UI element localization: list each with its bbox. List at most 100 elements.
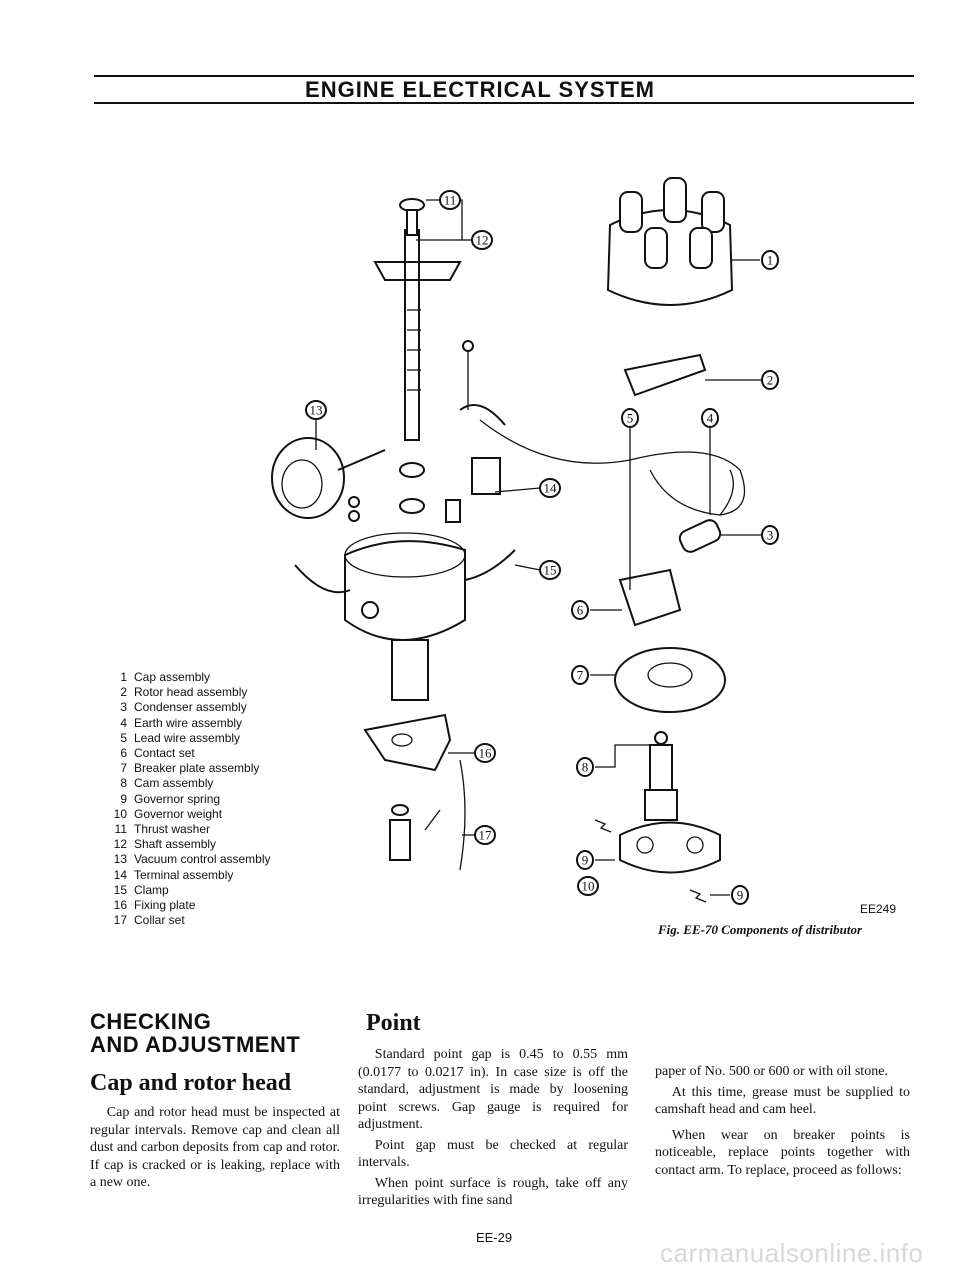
callout-number: 11 xyxy=(444,193,457,208)
collar-set-drawing xyxy=(389,759,466,871)
legend-item: 15 Clamp xyxy=(105,883,305,898)
cam-assembly-drawing xyxy=(644,731,678,821)
callout-number: 15 xyxy=(544,563,557,578)
callout-leader-lines xyxy=(315,199,770,896)
distributor-housing-drawing xyxy=(294,532,516,701)
callout-circle xyxy=(539,560,561,580)
shaft-assembly-drawing xyxy=(373,198,462,441)
callout-circle xyxy=(571,600,589,620)
callout-number: 9 xyxy=(737,888,744,903)
legend-label: Fixing plate xyxy=(134,898,196,913)
callout-number: 2 xyxy=(767,373,774,388)
legend-number: 10 xyxy=(113,806,127,821)
vacuum-control-drawing xyxy=(271,437,386,522)
legend-item: 8 Cam assembly xyxy=(105,776,305,791)
callout-circle xyxy=(621,408,639,428)
callout-number: 9 xyxy=(582,853,589,868)
callout-number: 17 xyxy=(479,828,493,843)
legend-number: 8 xyxy=(120,776,127,791)
legend-label: Contact set xyxy=(134,746,195,761)
point-paragraph-2: Point gap must be checked at regular int… xyxy=(358,1137,628,1171)
fixing-plate-drawing xyxy=(363,713,452,772)
callout-number: 12 xyxy=(476,233,489,248)
point-paragraph-5: At this time, grease must be supplied to… xyxy=(655,1084,910,1118)
legend-number: 2 xyxy=(120,685,127,700)
rotor-head-drawing xyxy=(623,353,707,397)
point-paragraph-6: When wear on breaker points is noticeabl… xyxy=(655,1127,910,1178)
subheading-cap-rotor: Cap and rotor head xyxy=(90,1070,292,1096)
legend-number: 15 xyxy=(113,882,127,897)
legend-label: Clamp xyxy=(134,882,169,897)
column-checking: CHECKING AND ADJUSTMENT Cap and rotor he… xyxy=(90,1010,340,1195)
callout-circle xyxy=(761,250,779,270)
legend-number: 13 xyxy=(113,852,127,867)
governor-drawing xyxy=(594,819,721,903)
legend-number: 1 xyxy=(120,670,127,684)
section-heading-line1: CHECKING xyxy=(90,1009,212,1034)
callout-number: 16 xyxy=(479,746,493,761)
cap-rotor-paragraph: Cap and rotor head must be inspected at … xyxy=(90,1105,340,1190)
point-paragraph-3: When point surface is rough, take off an… xyxy=(358,1175,628,1209)
legend-label: Cam assembly xyxy=(134,776,214,791)
legend-label: Breaker plate assembly xyxy=(134,761,260,776)
legend-number: 7 xyxy=(120,761,127,776)
legend-item: 12 Shaft assembly xyxy=(105,837,305,852)
thrust-washer-drawing-2 xyxy=(399,498,425,514)
figure-code: EE249 xyxy=(860,902,897,916)
legend-item: 13 Vacuum control assembly xyxy=(105,852,305,867)
callout-number: 10 xyxy=(582,879,595,894)
legend-number: 14 xyxy=(113,867,127,882)
legend-label: Shaft assembly xyxy=(134,837,217,852)
watermark: carmanualsonline.info xyxy=(660,1238,924,1268)
point-paragraph-1: Standard point gap is 0.45 to 0.55 mm (0… xyxy=(358,1047,628,1132)
legend-number: 4 xyxy=(120,715,127,730)
callout-circle xyxy=(701,408,719,428)
legend-number: 12 xyxy=(113,837,127,852)
callout-circle xyxy=(576,757,594,777)
callout-number: 7 xyxy=(577,668,584,683)
legend-label: Condenser assembly xyxy=(134,700,247,715)
callout-number: 6 xyxy=(577,603,584,618)
callout-number: 8 xyxy=(582,760,589,775)
legend-item: 17 Collar set xyxy=(105,913,305,928)
legend-label: Collar set xyxy=(134,913,185,928)
callout-number: 4 xyxy=(707,411,714,426)
callout-number: 5 xyxy=(627,411,634,426)
legend-number: 16 xyxy=(113,898,127,913)
breaker-plate-drawing xyxy=(614,647,726,713)
column-point-continued: paper of No. 500 or 600 or with oil ston… xyxy=(655,1063,910,1182)
legend-number: 11 xyxy=(114,822,127,837)
header-rule-top xyxy=(94,75,914,77)
header-rule-bottom xyxy=(94,102,914,104)
section-heading: CHECKING AND ADJUSTMENT xyxy=(90,1010,340,1056)
terminal-assembly-drawing xyxy=(445,340,506,523)
section-heading-line2: AND ADJUSTMENT xyxy=(90,1032,301,1057)
legend-number: 17 xyxy=(113,913,127,928)
callout-circle xyxy=(539,478,561,498)
callout-circle xyxy=(577,876,599,896)
legend-label: Vacuum control assembly xyxy=(134,852,271,867)
callout-circle xyxy=(571,665,589,685)
legend-item: 7 Breaker plate assembly xyxy=(105,761,305,776)
legend-number: 6 xyxy=(120,746,127,761)
thrust-washer-drawing xyxy=(399,462,425,478)
subheading-point: Point xyxy=(366,1010,421,1036)
callout-circle xyxy=(731,885,749,905)
column-point: Point Standard point gap is 0.45 to 0.55… xyxy=(358,1010,628,1213)
callout-circle xyxy=(474,743,496,763)
legend-item: 6 Contact set xyxy=(105,746,305,761)
legend-number: 5 xyxy=(120,730,127,745)
contact-set-drawing xyxy=(618,568,682,627)
legend-item: 16 Fixing plate xyxy=(105,898,305,913)
